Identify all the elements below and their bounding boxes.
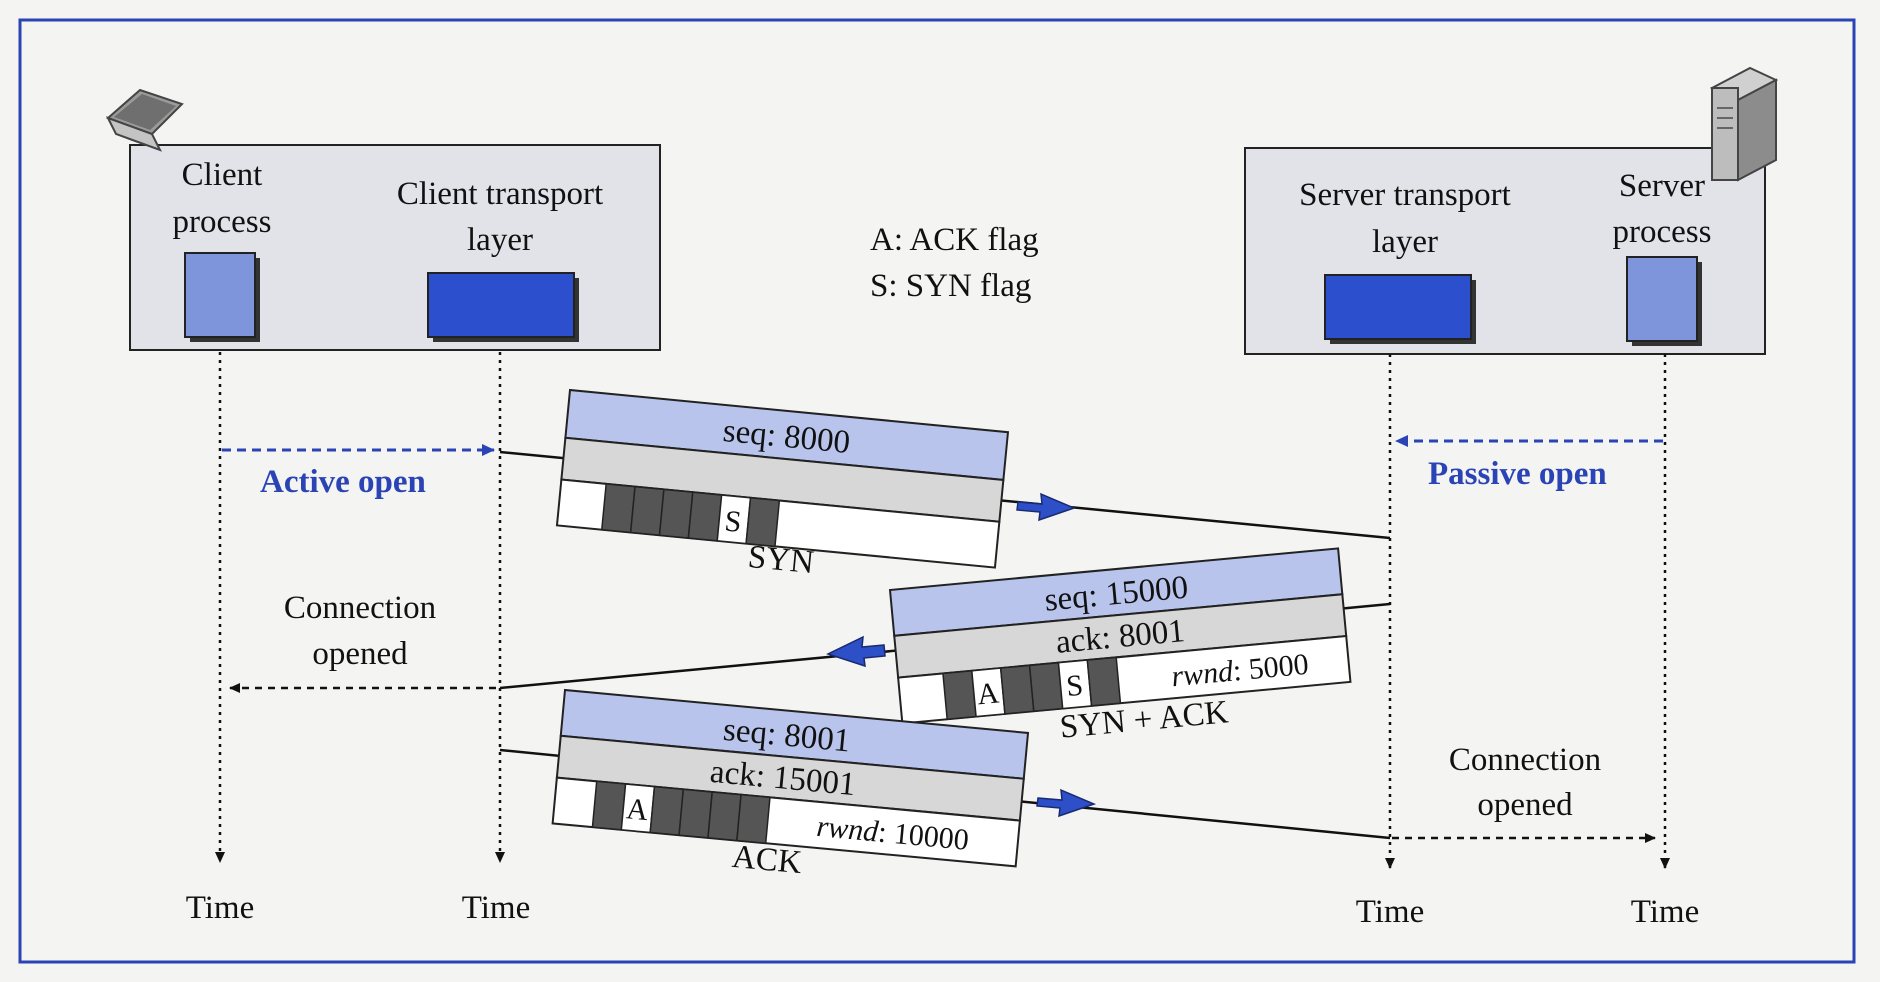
laptop-icon (105, 88, 184, 152)
flag-legend: A: ACK flag S: SYN flag (870, 222, 1039, 304)
server-process-block (1626, 256, 1698, 342)
ack-segment: seq: 8001 ack: 15001 A rwnd : 10000 (551, 688, 1030, 868)
server-box: Server transport layer Server process (1244, 147, 1766, 355)
syn-segment: seq: 8000 S (555, 388, 1010, 569)
client-transport-label-1: Client transport (397, 176, 603, 212)
client-process-label-1: Client (182, 157, 263, 193)
time-label-server-transport: Time (1356, 894, 1424, 930)
ack-flag-a: A (625, 792, 650, 827)
server-tower-icon (1709, 66, 1779, 182)
server-transport-label-2: layer (1372, 224, 1438, 260)
synack-rwnd-label: rwnd (1170, 655, 1235, 694)
syn-flag-s: S (723, 505, 743, 539)
ack-direction-arrow-icon (1036, 788, 1097, 818)
legend-ack: A: ACK flag (870, 222, 1039, 258)
synack-flag-a: A (976, 676, 1001, 711)
time-label-client-transport: Time (462, 890, 530, 926)
server-process-label-2: process (1613, 214, 1712, 250)
ack-segment-name: ACK (731, 839, 804, 881)
synack-direction-arrow-icon (825, 635, 886, 668)
client-connection-opened-label-1: Connection (284, 590, 436, 626)
client-box: Client process Client transport layer (129, 144, 661, 351)
client-transport-label-2: layer (467, 222, 533, 258)
time-label-client-process: Time (186, 890, 254, 926)
synack-segment: seq: 15000 ack: 8001 A S rwnd : 5000 (888, 547, 1352, 725)
client-connection-opened-label-2: opened (312, 636, 408, 672)
active-open-label: Active open (260, 464, 426, 500)
server-transport-block (1324, 274, 1472, 340)
client-process-label-2: process (173, 204, 272, 240)
legend-syn: S: SYN flag (870, 268, 1031, 304)
ack-rwnd-label: rwnd (815, 810, 880, 849)
passive-open-label: Passive open (1428, 456, 1607, 492)
server-process-label-1: Server (1619, 168, 1705, 204)
timelines (215, 352, 1670, 869)
server-transport-label-1: Server transport (1299, 177, 1511, 213)
server-connection-opened-label-2: opened (1477, 787, 1573, 823)
server-connection-opened-label-1: Connection (1449, 742, 1601, 778)
synack-rwnd-value: : 5000 (1231, 648, 1310, 688)
time-label-server-process: Time (1631, 894, 1699, 930)
syn-direction-arrow-icon (1016, 492, 1077, 522)
client-process-block (184, 252, 256, 338)
client-transport-block (427, 272, 575, 338)
synack-flag-s: S (1065, 669, 1085, 703)
syn-segment-name: SYN (746, 539, 815, 581)
